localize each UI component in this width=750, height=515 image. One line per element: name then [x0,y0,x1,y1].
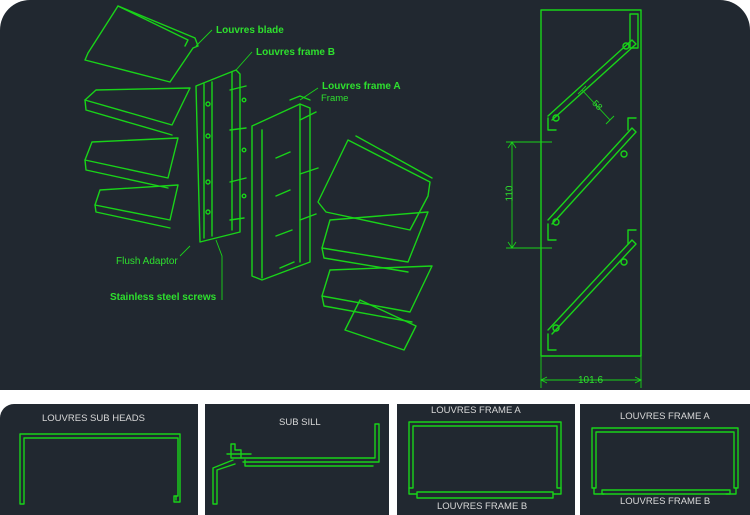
louvres-frame-b-label: Louvres frame B [256,47,335,58]
louvre-section-elevation [506,9,643,388]
sub-heads-panel: LOUVRES SUB HEADS [0,404,198,515]
louvres-blade-label: Louvres blade [216,25,284,36]
louvres-frame-a-part [251,95,319,281]
sub-heads-title: LOUVRES SUB HEADS [42,413,145,424]
louvre-assembly-drawing [84,5,643,388]
width-dimension-label: 101.6 [578,375,604,386]
frame-a-b-profile-2 [591,427,739,495]
frame-a-b-panel-1: LOUVRES FRAME A LOUVRES FRAME B [397,404,575,515]
frame-b-title-1: LOUVRES FRAME B [437,501,528,512]
frame-a-b-profile-1 [408,421,562,499]
main-drawing-panel: Louvres blade Louvres frame B Louvres fr… [0,0,750,390]
louvres-frame-b-part [195,69,247,243]
frame-label: Frame [321,93,349,104]
sub-sill-profile [212,423,380,505]
frame-b-title-2: LOUVRES FRAME B [620,496,711,507]
frame-a-title-1: LOUVRES FRAME A [431,405,521,416]
louvre-blade-stack-right [317,135,433,351]
callout-leaders [179,29,319,300]
louvres-frame-a-label: Louvres frame A [322,81,401,92]
sub-sill-panel: SUB SILL [205,404,389,515]
sub-heads-profile [19,433,181,505]
frame-a-title-2: LOUVRES FRAME A [620,411,710,422]
sub-sill-title: SUB SILL [279,417,321,428]
louvre-blade-stack-left [84,5,199,229]
flush-adaptor-label: Flush Adaptor [116,256,178,267]
spacing-dimension-label: 110 [504,185,516,202]
frame-a-b-panel-2: LOUVRES FRAME A LOUVRES FRAME B [580,404,750,515]
stainless-steel-screws-label: Stainless steel screws [110,292,217,303]
